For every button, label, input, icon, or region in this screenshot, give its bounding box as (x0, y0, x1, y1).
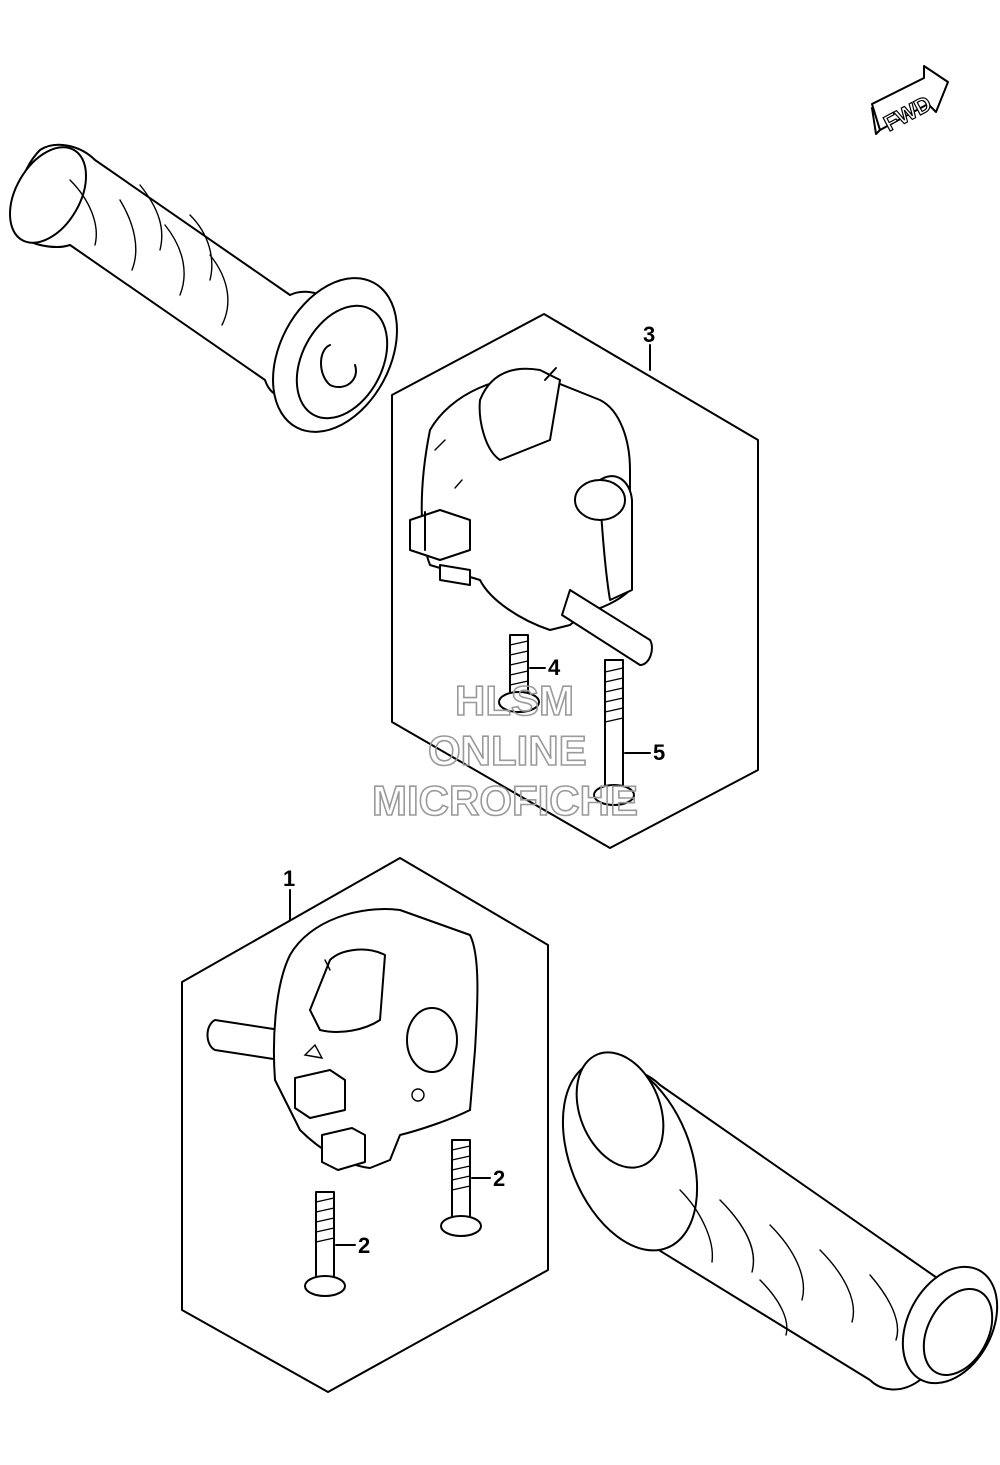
screw-5 (593, 659, 651, 806)
callout-4: 4 (548, 655, 561, 680)
fwd-arrow-icon: FWD (871, 65, 949, 137)
callout-1: 1 (283, 866, 295, 891)
part-3-outline (391, 313, 759, 849)
screw-4 (498, 634, 546, 713)
callout-2-right: 2 (493, 1166, 505, 1191)
right-handlebar-switch (409, 367, 653, 666)
screw-2-left (304, 1191, 356, 1297)
left-handlebar-grip (9, 143, 398, 433)
watermark-line3: MICROFICHE (372, 777, 638, 824)
callout-5: 5 (653, 740, 665, 765)
watermark-line1: HLSM (455, 677, 574, 724)
left-handlebar-switch (206, 908, 479, 1171)
part-1-outline (181, 857, 549, 1393)
callout-3: 3 (643, 322, 655, 347)
screw-2-right (440, 1139, 491, 1237)
watermark-line2: ONLINE (428, 727, 587, 774)
right-handlebar-grip (561, 1051, 999, 1391)
watermark: HLSM ONLINE MICROFICHE (371, 676, 639, 825)
callout-2-left: 2 (358, 1233, 370, 1258)
